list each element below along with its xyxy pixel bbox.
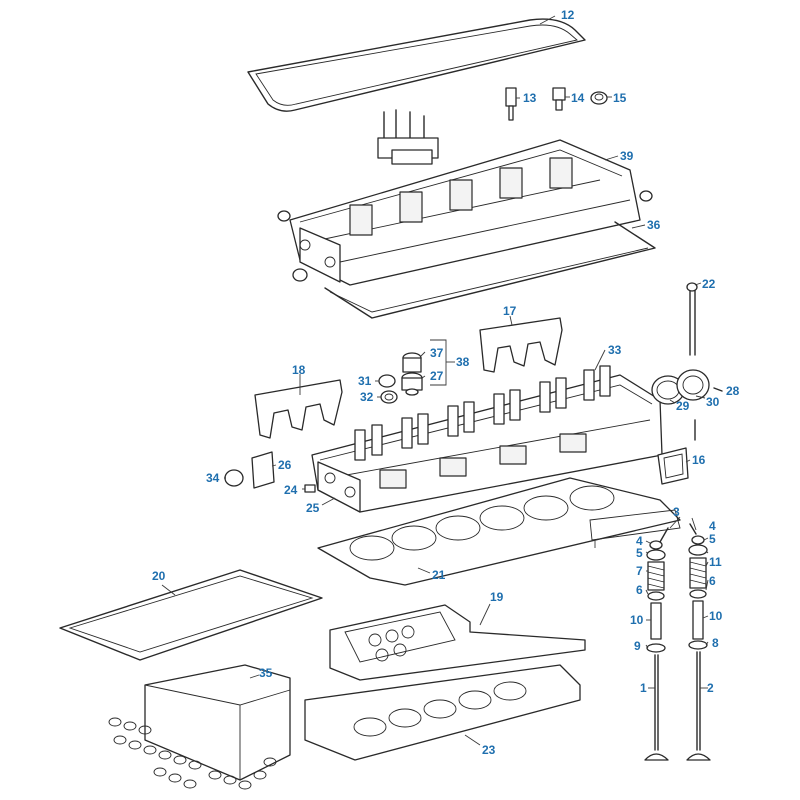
- label-11: 11: [709, 555, 722, 569]
- label-7: 7: [636, 564, 643, 578]
- plug-34: [224, 469, 244, 487]
- label-10-right: 10: [709, 609, 723, 623]
- label-9: 9: [634, 639, 641, 653]
- camshaft-housing: [277, 139, 653, 286]
- label-2: 2: [707, 681, 714, 695]
- label-6-right: 6: [709, 574, 716, 588]
- label-19: 19: [490, 590, 504, 604]
- sensor-13: [505, 87, 517, 121]
- label-20: 20: [152, 569, 166, 583]
- label-28: 28: [726, 384, 740, 398]
- cap-37: [402, 352, 422, 373]
- long-bolt: [686, 282, 698, 356]
- label-29: 29: [676, 399, 690, 413]
- label-30: 30: [706, 395, 720, 409]
- flange-gasket: [657, 447, 689, 485]
- label-36: 36: [647, 218, 661, 232]
- label-5-right: 5: [709, 532, 716, 546]
- label-4-left: 4: [636, 534, 643, 548]
- lifting-bracket-17: [479, 317, 563, 373]
- label-16: 16: [692, 453, 706, 467]
- cover-30: [676, 369, 710, 401]
- label-25: 25: [306, 501, 320, 515]
- label-10-left: 10: [630, 613, 644, 627]
- plug-27: [401, 372, 423, 396]
- label-32: 32: [360, 390, 374, 404]
- housing-gasket: [324, 221, 656, 319]
- label-17: 17: [503, 304, 517, 318]
- label-5-left: 5: [636, 546, 643, 560]
- label-1: 1: [640, 681, 647, 695]
- camshaft-bolts: [377, 109, 439, 165]
- label-37: 37: [430, 346, 444, 360]
- callout-lines: [161, 15, 709, 746]
- seal-kit-box: [329, 604, 586, 681]
- label-39: 39: [620, 149, 634, 163]
- label-3: 3: [673, 505, 680, 519]
- seal-32: [380, 390, 398, 404]
- label-4-right: 4: [709, 519, 716, 533]
- label-24: 24: [284, 483, 298, 497]
- valve-cover-gasket: [247, 18, 586, 112]
- gasket-set-box: [304, 664, 581, 761]
- label-27: 27: [430, 369, 444, 383]
- label-33: 33: [608, 343, 622, 357]
- plug-24: [304, 484, 316, 493]
- plug-15: [590, 91, 608, 105]
- label-26: 26: [278, 458, 292, 472]
- label-8: 8: [712, 636, 719, 650]
- label-23: 23: [482, 743, 496, 757]
- label-21: 21: [432, 568, 446, 582]
- gasket-26: [251, 451, 275, 489]
- label-22: 22: [702, 277, 716, 291]
- hardware-kit-box: [108, 664, 291, 790]
- label-31: 31: [358, 374, 372, 388]
- gasket-20: [59, 569, 323, 661]
- label-14: 14: [571, 91, 585, 105]
- head-gasket: [317, 477, 681, 586]
- label-13: 13: [523, 91, 537, 105]
- label-35: 35: [259, 666, 273, 680]
- sensor-14: [552, 87, 566, 111]
- label-6-left: 6: [636, 583, 643, 597]
- valve-spring-stack: [354, 365, 611, 461]
- lifting-bracket-18: [254, 379, 343, 439]
- label-38: 38: [456, 355, 470, 369]
- part-labels: 12 13 14 15 39 36 22 17 37 38 27 31 32 3…: [152, 8, 740, 757]
- label-12: 12: [561, 8, 575, 22]
- valve-train: [589, 509, 711, 761]
- label-18: 18: [292, 363, 306, 377]
- label-15: 15: [613, 91, 627, 105]
- washer-31: [378, 374, 396, 388]
- label-34: 34: [206, 471, 220, 485]
- screw-28: [713, 387, 723, 392]
